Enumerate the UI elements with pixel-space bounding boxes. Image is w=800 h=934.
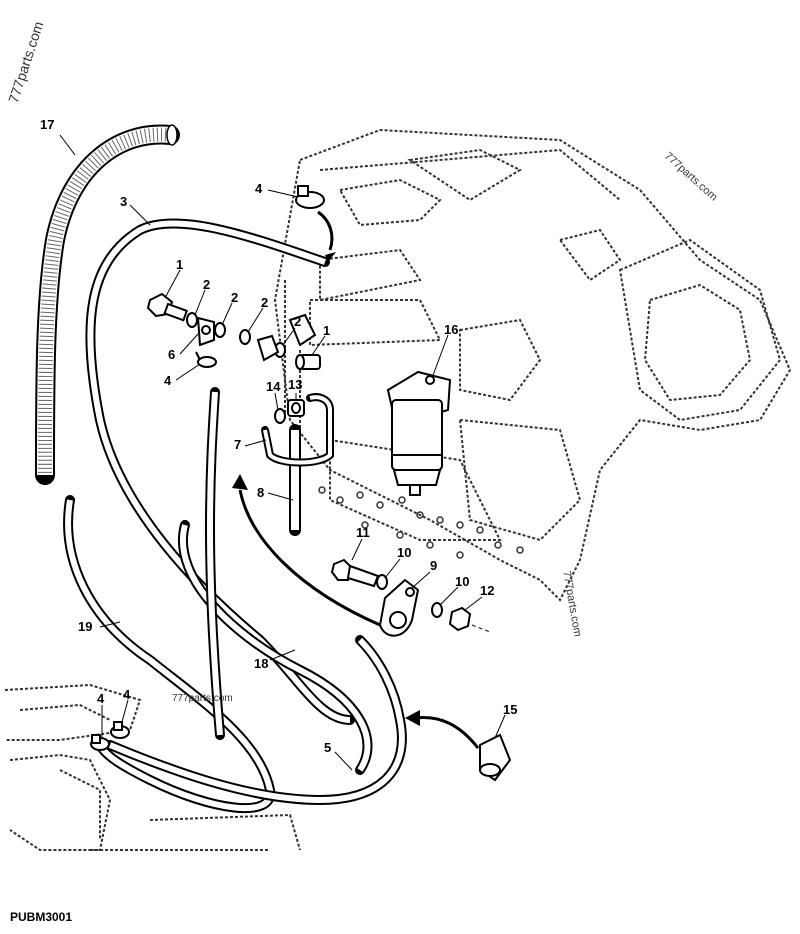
callout-1-left: 1 <box>176 257 184 272</box>
callout-19: 19 <box>78 619 93 634</box>
callout-10-b: 10 <box>455 574 470 589</box>
callout-4-lower-b: 4 <box>123 687 131 702</box>
clamps-4-lower <box>90 721 130 751</box>
callout-7: 7 <box>234 437 242 452</box>
callout-16: 16 <box>444 322 459 337</box>
callout-9: 9 <box>430 558 438 573</box>
hose-19 <box>63 495 276 814</box>
arrows <box>238 210 480 749</box>
callout-1-right: 1 <box>323 323 331 338</box>
callout-4-lower-a: 4 <box>97 691 105 706</box>
arrow-heads <box>232 252 420 726</box>
lower-frame <box>4 683 301 851</box>
callout-2-c: 2 <box>261 295 269 310</box>
pipe-7 <box>261 393 334 467</box>
callout-2-b: 2 <box>231 290 239 305</box>
leader-lines <box>59 134 506 771</box>
callout-13: 13 <box>288 377 303 392</box>
hose-8 <box>205 387 225 740</box>
callout-10-a: 10 <box>397 545 412 560</box>
watermark-bottom: 777parts.com <box>172 693 233 704</box>
clamp-bracket-9 <box>378 578 420 637</box>
callout-4-mid: 4 <box>164 373 172 388</box>
washers-10 <box>376 574 443 618</box>
callout-17: 17 <box>40 117 55 132</box>
fittings-13-14 <box>274 399 305 424</box>
bolt-11 <box>330 558 380 588</box>
clamp-4-top <box>295 185 325 209</box>
callout-15: 15 <box>503 702 518 717</box>
engine-bolt-holes <box>318 486 524 559</box>
callout-2-a: 2 <box>203 277 211 292</box>
callout-2-d: 2 <box>294 314 302 329</box>
washers-2 <box>186 312 286 358</box>
callout-4-top: 4 <box>255 181 263 196</box>
nut-12 <box>448 606 472 632</box>
drawing-code: PUBM3001 <box>10 910 73 924</box>
clamp-4-small <box>195 351 217 368</box>
callout-5: 5 <box>324 740 332 755</box>
fuel-filter-16 <box>386 370 452 496</box>
callout-6: 6 <box>168 347 176 362</box>
callout-18: 18 <box>254 656 269 671</box>
callout-8: 8 <box>257 485 265 500</box>
hose-5 <box>105 635 407 806</box>
callout-14: 14 <box>266 379 281 394</box>
fitting-bolt-1b <box>295 354 321 370</box>
fitting-bolt-1 <box>146 292 189 322</box>
connector-6 <box>196 316 215 347</box>
callout-12: 12 <box>480 583 495 598</box>
clamp-15 <box>479 733 512 782</box>
callout-3: 3 <box>120 194 128 209</box>
engine-block <box>273 128 792 602</box>
hose-18 <box>178 520 373 775</box>
fitting-banjo <box>256 313 317 362</box>
callout-11: 11 <box>356 525 370 540</box>
hose-17 <box>35 124 180 485</box>
